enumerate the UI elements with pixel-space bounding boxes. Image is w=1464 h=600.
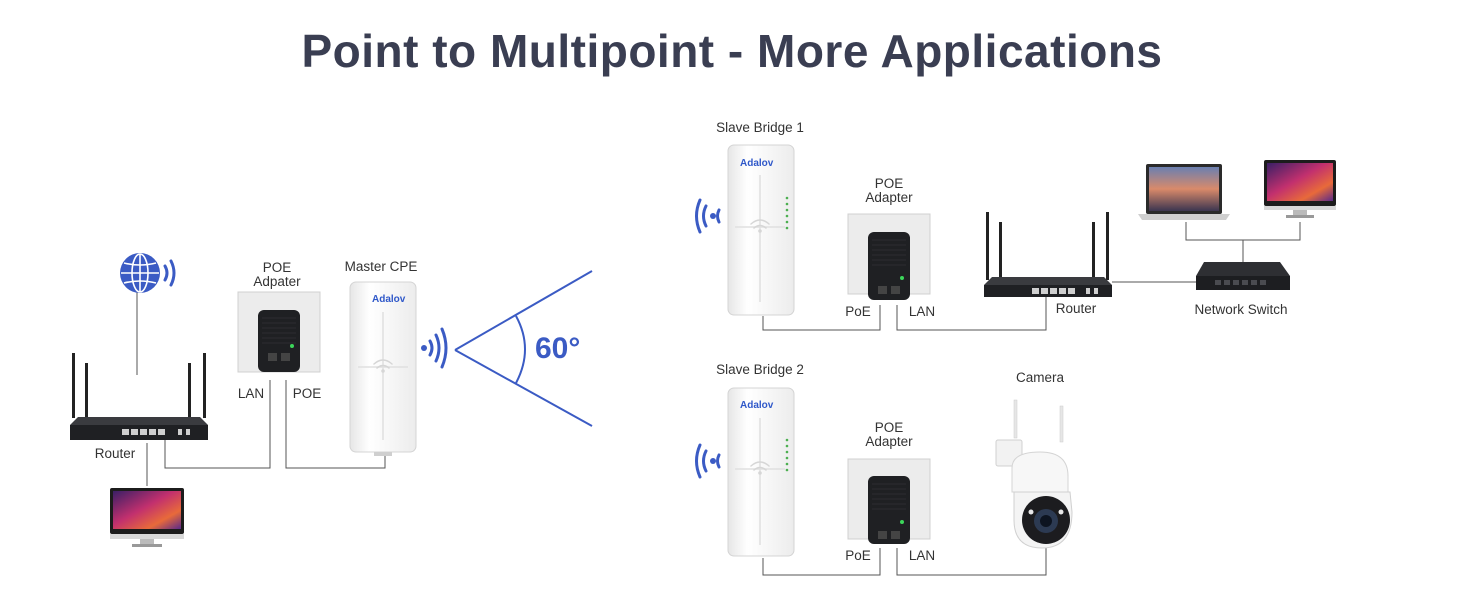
- poe-adapter-icon: [847, 213, 931, 300]
- cpe-bridge-icon: Adalov: [727, 144, 795, 316]
- cpe-bridge-icon: Adalov: [727, 387, 795, 557]
- beam-angle-label: 60°: [535, 332, 581, 365]
- beam-angle-lines: [454, 270, 593, 427]
- bridge1-router-label: Router: [1055, 301, 1097, 316]
- laptop-icon: [1138, 164, 1230, 220]
- globe-icon: [120, 253, 160, 293]
- monitor-icon: [110, 488, 184, 547]
- monitor-icon: [1264, 160, 1336, 218]
- bridge2-brand-label: Adalov: [740, 400, 774, 411]
- globe-signal-icon: [163, 259, 176, 287]
- camera-icon: [995, 399, 1073, 549]
- router-icon: [984, 212, 1112, 297]
- camera-label: Camera: [1015, 370, 1065, 385]
- master-cpe-label: Master CPE: [344, 259, 418, 274]
- router-icon: [70, 353, 208, 440]
- left-poe-adapter-label: POE Adpater: [253, 260, 301, 289]
- left-poe-label: POE: [292, 386, 322, 401]
- wifi-signal-icon: [695, 443, 721, 479]
- bridge1-poe-adapter-label: POE Adapter: [865, 176, 913, 205]
- slave-bridge-1-label: Slave Bridge 1: [716, 120, 804, 135]
- bridge2-connection-lines: [762, 546, 1047, 576]
- left-connection-lines: [136, 292, 386, 486]
- wifi-signal-icon: [695, 198, 721, 234]
- network-switch-icon: [1196, 262, 1290, 290]
- wifi-signal-icon: [421, 327, 448, 369]
- bridge1-lan-port-label: LAN: [908, 304, 936, 319]
- network-switch-label: Network Switch: [1194, 302, 1288, 317]
- left-router-label: Router: [94, 446, 136, 461]
- page-title: Point to Multipoint - More Applications: [301, 25, 1163, 77]
- bridge1-connection-lines: [762, 222, 1301, 331]
- poe-adapter-icon: [237, 291, 321, 373]
- cpe-brand-label: Adalov: [372, 294, 406, 305]
- bridge2-lan-port-label: LAN: [908, 548, 936, 563]
- slave-bridge-2-label: Slave Bridge 2: [716, 362, 804, 377]
- bridge1-brand-label: Adalov: [740, 158, 774, 169]
- poe-adapter-icon: [847, 458, 931, 544]
- bridge2-poe-adapter-label: POE Adapter: [865, 420, 913, 449]
- cpe-bridge-icon: Adalov: [349, 281, 417, 456]
- left-lan-label: LAN: [237, 386, 265, 401]
- router-to-adapter-lan-line: [164, 380, 271, 469]
- bridge2-poe-port-label: PoE: [845, 548, 871, 563]
- adapter-poe-to-cpe-line: [285, 380, 386, 469]
- bridge1-poe-port-label: PoE: [845, 304, 871, 319]
